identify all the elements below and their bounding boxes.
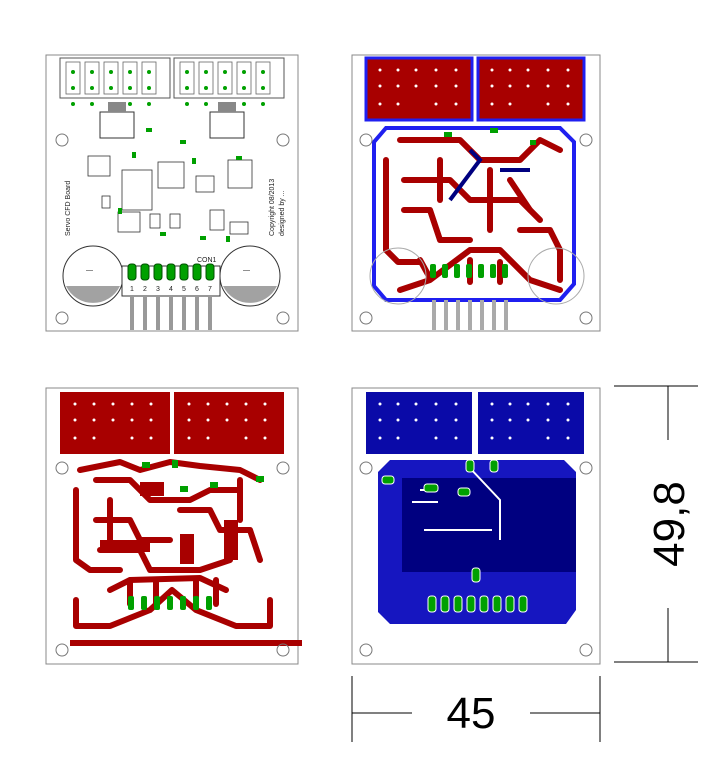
bottom-copper-view bbox=[351, 387, 601, 665]
bottom-copper-mounting-holes bbox=[359, 461, 593, 657]
header-block-holes bbox=[378, 68, 570, 106]
top-copper-mounting-holes bbox=[55, 461, 290, 657]
composite-cap-left bbox=[369, 247, 427, 305]
cap-right-minus: — bbox=[243, 267, 250, 274]
component-pads-small bbox=[118, 128, 242, 242]
height-dimension bbox=[614, 385, 698, 663]
pin-label-1: 1 bbox=[130, 286, 134, 293]
pin-label-6: 6 bbox=[195, 286, 199, 293]
top-copper-green-pads bbox=[128, 460, 264, 610]
pin-label-5: 5 bbox=[182, 286, 186, 293]
electrolytic-cap-left-shade bbox=[66, 286, 120, 303]
header-block-holes bbox=[73, 402, 267, 440]
regulator-left-tab bbox=[108, 102, 126, 112]
header-block-left bbox=[366, 392, 472, 454]
connector-con1-pads bbox=[127, 263, 215, 281]
regulator-left bbox=[99, 111, 135, 139]
header-block-left bbox=[364, 56, 474, 122]
header-block-right bbox=[476, 56, 586, 122]
connector-label: CON1 bbox=[197, 257, 217, 264]
header-connector-right bbox=[173, 57, 285, 99]
pin-label-7: 7 bbox=[208, 286, 212, 293]
header-block-holes bbox=[378, 402, 570, 440]
connector-con1-pins bbox=[130, 296, 212, 330]
silk-copyright-text: Copyright 08/2013 bbox=[269, 179, 276, 236]
composite-cap-right bbox=[527, 247, 585, 305]
header-pin-outlines bbox=[65, 61, 271, 95]
silk-designer-text: designed by ... bbox=[279, 190, 286, 236]
header-block-left bbox=[60, 392, 170, 454]
component-outlines bbox=[87, 155, 253, 235]
height-dimension-label: 49,8 bbox=[645, 481, 694, 567]
bottom-layer-outline bbox=[372, 126, 576, 302]
header-block-right bbox=[174, 392, 284, 454]
pin-label-2: 2 bbox=[143, 286, 147, 293]
composite-view bbox=[351, 54, 601, 332]
composite-connector-pins bbox=[432, 300, 508, 330]
bottom-traces-composite bbox=[448, 148, 530, 202]
silk-board-name: Servo CFD Board bbox=[65, 181, 72, 236]
ground-plane-dark bbox=[402, 478, 576, 572]
silkscreen-view: — — CON1 1 2 3 4 5 6 7 Copyright 08/2013… bbox=[45, 54, 299, 332]
width-dimension-label: 45 bbox=[447, 689, 496, 738]
regulator-right bbox=[209, 111, 245, 139]
header-connector-left bbox=[59, 57, 171, 99]
top-copper-view bbox=[45, 387, 302, 665]
electrolytic-cap-right-shade bbox=[223, 286, 277, 303]
composite-pads bbox=[430, 128, 536, 278]
composite-mounting-holes bbox=[359, 133, 593, 325]
width-dimension bbox=[351, 676, 601, 742]
top-copper-pad-blocks bbox=[70, 482, 302, 646]
header-block-right bbox=[478, 392, 584, 454]
pin-label-4: 4 bbox=[169, 286, 173, 293]
bottom-copper-green-pads bbox=[381, 459, 528, 613]
regulator-right-tab bbox=[218, 102, 236, 112]
cap-left-minus: — bbox=[86, 267, 93, 274]
header-green-pads bbox=[71, 70, 265, 106]
pin-label-3: 3 bbox=[156, 286, 160, 293]
mounting-holes bbox=[55, 133, 290, 325]
